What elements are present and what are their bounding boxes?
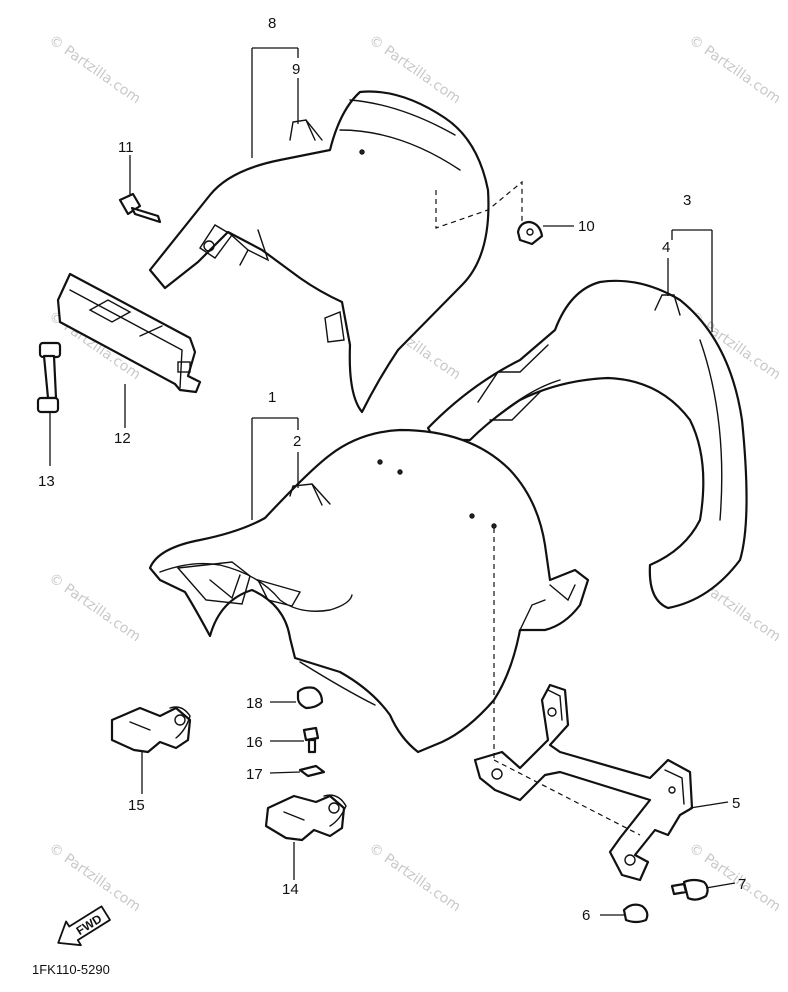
watermark: © Partzilla.com [686,32,784,107]
callout-2: 2 [293,433,301,450]
nut-part-10 [516,220,544,246]
callout-3: 3 [683,192,691,209]
callout-9: 9 [292,61,300,78]
pin-part-7 [670,878,709,901]
screw-part-16 [302,726,320,754]
callout-8: 8 [268,15,276,32]
strap-part-13 [36,341,62,414]
leader-lines [49,47,736,916]
callout-7: 7 [738,876,746,893]
cap-part-18 [296,686,324,710]
watermark: © Partzilla.com [46,570,144,645]
washer-part-17 [298,764,326,778]
upper-seat-part-8 [148,90,490,414]
callout-1: 1 [268,389,276,406]
callout-10: 10 [578,218,595,235]
callout-4: 4 [662,239,670,256]
callout-11: 11 [118,139,134,156]
frame-bracket-part-5 [473,683,694,882]
lock-part-15 [110,706,192,754]
watermark: © Partzilla.com [46,840,144,915]
callout-15: 15 [128,797,145,814]
callout-13: 13 [38,473,55,490]
callout-18: 18 [246,695,263,712]
watermark: © Partzilla.com [686,840,784,915]
callout-16: 16 [246,734,263,751]
callout-14: 14 [282,881,299,898]
callout-6: 6 [582,907,590,924]
damper-part-6 [622,903,649,924]
fwd-arrow-icon: FWD [57,905,111,947]
lock-part-14 [264,794,347,842]
bolt-part-11 [118,192,162,224]
callout-12: 12 [114,430,131,447]
watermark: © Partzilla.com [366,840,464,915]
seat-cowl-part-3 [426,279,748,610]
callout-labels: 8 9 11 10 3 4 1 2 12 13 18 16 17 15 14 5… [38,15,746,924]
bracket-part-12 [56,272,202,394]
watermark: © Partzilla.com [46,32,144,107]
callout-17: 17 [246,766,263,783]
diagram-code: 1FK110-5290 [32,962,110,977]
main-seat-part-1 [148,428,590,754]
callout-5: 5 [732,795,740,812]
